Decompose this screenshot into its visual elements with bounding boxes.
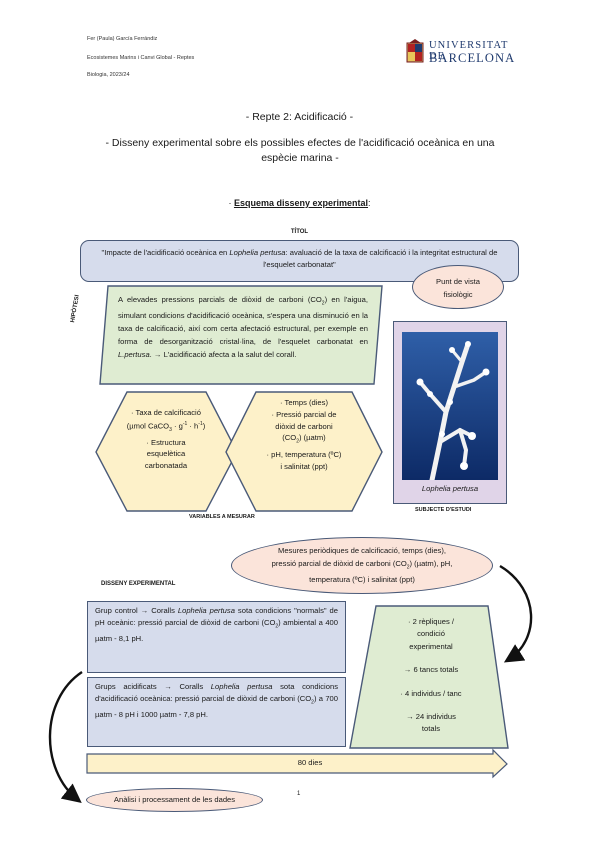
titol-label: TÍTOL <box>290 229 309 235</box>
coral-photo <box>402 332 498 480</box>
duration-label: 80 dies <box>297 758 323 767</box>
timeline-arrow <box>86 748 508 779</box>
subject-label: SUBJECTE D'ESTUDI <box>415 507 472 513</box>
measurements-oval: Mesures periòdiques de calcificació, tem… <box>231 537 493 594</box>
replicates-trapezoid <box>349 605 509 749</box>
control-group-box: Grup control → Coralls Lophelia pertusa … <box>87 601 346 673</box>
header-course: Ecosistemes Marins i Canvi Global - Rept… <box>87 55 195 61</box>
hypothesis-box <box>99 285 383 385</box>
acidified-groups-box: Grups acidificats → Coralls Lophelia per… <box>87 677 346 747</box>
variables-hex-1 <box>95 391 238 512</box>
variables-hex-2 <box>225 391 383 512</box>
curved-arrow-left <box>48 671 83 803</box>
header-author: Fer (Paula) García Ferrándiz <box>87 36 158 42</box>
variables-hex-1-text: · Taxa de calcificació (µmol CaCO3 · g-1… <box>126 408 206 471</box>
hypothesis-text: A elevades pressions parcials de diòxid … <box>118 295 368 359</box>
individuals-per-tank-text: · 4 individus / tanc <box>400 689 462 698</box>
university-logo: UNIVERSITAT DE BARCELONA <box>405 39 515 67</box>
university-seal-icon <box>406 39 424 63</box>
total-individuals-text: → 24 individus totals <box>406 712 456 734</box>
analysis-oval: Anàlisi i processament de les dades <box>86 788 263 812</box>
logo-line2: BARCELONA <box>429 51 516 65</box>
replicates-text: · 2 rèpliques / condició experimental <box>407 617 454 651</box>
subject-frame: Lophelia pertusa <box>393 321 507 504</box>
subject-caption: Lophelia pertusa <box>421 484 479 493</box>
logo-line1: UNIVERSITAT DE <box>429 40 509 62</box>
repte-title: - Repte 2: Acidificació - <box>245 111 354 123</box>
tanks-text: → 6 tancs totals <box>403 665 459 674</box>
variables-hex-2-text: · Temps (dies) · Pressió parcial de diòx… <box>266 398 342 471</box>
disseny-label: DISSENY EXPERIMENTAL <box>101 581 176 587</box>
page-number: 1 <box>297 791 301 797</box>
main-title: - Disseny experimental sobre els possibl… <box>105 137 495 164</box>
scheme-subtitle: · Esquema disseny experimental: <box>228 198 371 208</box>
header-degree: Biologia, 2023/24 <box>87 72 130 78</box>
curved-arrow-right <box>499 564 533 663</box>
variables-label: VARIABLES A MESURAR <box>189 514 255 520</box>
